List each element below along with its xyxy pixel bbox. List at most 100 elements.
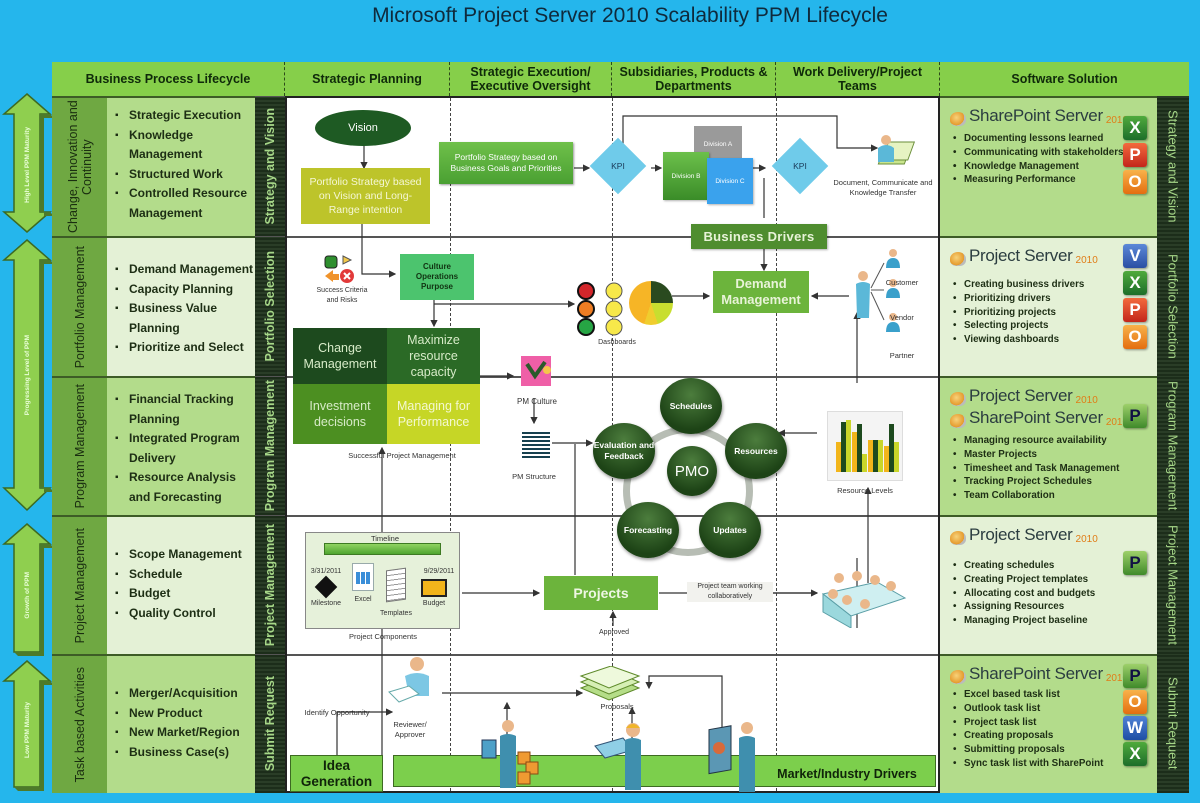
lane-category: Portfolio Management — [52, 236, 107, 376]
bar-group — [852, 424, 867, 472]
lane-category-label: Portfolio Management — [72, 245, 87, 369]
stage-label-right: Submit Request — [1157, 654, 1189, 793]
product-year: 2010 — [1075, 255, 1098, 266]
excel-icon: X — [1123, 742, 1147, 766]
software-item: Knowledge Management — [950, 160, 1157, 174]
software-item: Creating business drivers — [950, 278, 1157, 292]
vision-ellipse: Vision — [315, 110, 411, 146]
project-icon: P — [1123, 404, 1147, 428]
lane-items: Strategic Execution Knowledge Management… — [107, 96, 255, 236]
market-drivers-bar — [393, 755, 936, 787]
demand-management-box: Demand Management — [713, 271, 809, 313]
culture-box: Culture Operations Purpose — [400, 254, 474, 300]
lane-item: Demand Management — [115, 260, 255, 280]
lane-items: Financial Tracking Planning Integrated P… — [107, 376, 255, 515]
quad-investment-decisions: Investment decisions — [293, 384, 387, 444]
approved-label: Approved — [599, 629, 629, 636]
software-item: Creating proposals — [950, 729, 1157, 743]
office-logo-icon — [950, 531, 966, 545]
word-icon: W — [1123, 716, 1147, 740]
presenter-icon — [707, 720, 763, 794]
header-strategic-execution: Strategic Execution/ Executive Oversight — [450, 62, 612, 96]
stage-label-text: Program Management — [263, 380, 277, 512]
lane-item: New Product — [115, 704, 255, 724]
lane-category-label: Program Management — [72, 384, 87, 509]
software-item: Assigning Resources — [950, 600, 1157, 614]
document-person-icon — [872, 132, 917, 172]
lane-category: Project Management — [52, 515, 107, 654]
pmo-node-evaluation: Evaluation and Feedback — [593, 423, 655, 479]
office-logo-icon — [950, 252, 966, 266]
stage-label-right: Portfolio Selection — [1157, 236, 1189, 376]
success-criteria-icon — [323, 254, 359, 284]
software-item: Viewing dashboards — [950, 333, 1157, 347]
double-arrow-icon — [1, 93, 54, 233]
product-year: 2010 — [1075, 395, 1098, 406]
milestone-label: Milestone — [311, 600, 341, 607]
stage-label: Strategy and Vision — [255, 96, 285, 236]
dashboards-label: Dashboards — [598, 339, 636, 346]
product-name: Project Server — [969, 246, 1073, 265]
quad-change-management: Change Management — [293, 328, 387, 384]
lane-category-label: Change, Innovation and Continuity — [65, 100, 94, 234]
software-item: Sync task list with SharePoint — [950, 757, 1157, 771]
outlook-icon: O — [1123, 325, 1147, 349]
lane-item: Structured Work — [115, 165, 255, 185]
product-year: 2010 — [1105, 115, 1129, 126]
up-arrow-icon — [1, 523, 54, 656]
bar-group — [868, 440, 883, 472]
resource-levels-label: Resource Levels — [837, 486, 893, 495]
stage-label: Submit Request — [255, 654, 285, 793]
product-name: SharePoint Server — [969, 664, 1103, 683]
stage-label: Portfolio Selection — [255, 236, 285, 376]
lane-item: Resource Analysis and Forecasting — [115, 468, 255, 507]
project-components-box: Timeline 3/31/2011 9/29/2011 Milestone E… — [305, 532, 460, 629]
timeline-label: Timeline — [370, 534, 400, 543]
excel-file-icon — [352, 563, 374, 591]
bar-group — [884, 424, 899, 472]
diagram-canvas: Vision Portfolio Strategy based on Visio… — [285, 96, 940, 793]
stage-label-text: Submit Request — [1165, 677, 1181, 770]
stage-label-text: Project Management — [1165, 524, 1181, 645]
pmo-node-forecasting: Forecasting — [617, 502, 679, 558]
lane-item: Scope Management — [115, 545, 255, 565]
stage-label-text: Strategy and Vision — [1165, 109, 1181, 223]
milestone-icon — [314, 575, 338, 599]
end-date: 9/29/2011 — [423, 568, 455, 575]
visio-icon: V — [1123, 244, 1147, 268]
lane-item: Business Case(s) — [115, 743, 255, 763]
software-item: Selecting projects — [950, 319, 1157, 333]
stage-label-text: Project Management — [263, 523, 277, 647]
column-divider — [450, 98, 451, 791]
lane-items: Scope Management Schedule Budget Quality… — [107, 515, 255, 654]
software-item: Creating Project templates — [950, 573, 1157, 587]
team-working-label: Project team working collaboratively — [687, 582, 773, 602]
software-item: Managing resource availability — [950, 434, 1157, 448]
lane-item: Strategic Execution — [115, 106, 255, 126]
pmo-node-resources: Resources — [725, 423, 787, 479]
engineer-blueprint-icon — [593, 720, 651, 792]
proposals-icon — [579, 665, 641, 702]
maturity-label: Low PPM Maturity — [23, 702, 31, 758]
maturity-label: High Level PPM Maturity — [23, 127, 31, 203]
stage-label-right: Project Management — [1157, 515, 1189, 654]
product-name: Project Server — [969, 386, 1073, 405]
stage-label-text: Program Management — [1165, 380, 1181, 511]
pmo-node-updates: Updates — [699, 502, 761, 558]
software-item: Documenting lessons learned — [950, 132, 1157, 146]
stage-label-text: Strategy and Vision — [263, 108, 277, 225]
lane-item: Quality Control — [115, 604, 255, 624]
person-blocks-icon — [480, 718, 540, 792]
software-item: Master Projects — [950, 448, 1157, 462]
lane-item: Financial Tracking Planning — [115, 390, 255, 429]
pm-structure-label: PM Structure — [512, 472, 556, 481]
lane-item: Business Value Planning — [115, 299, 255, 338]
pmo-center: PMO — [667, 446, 717, 496]
